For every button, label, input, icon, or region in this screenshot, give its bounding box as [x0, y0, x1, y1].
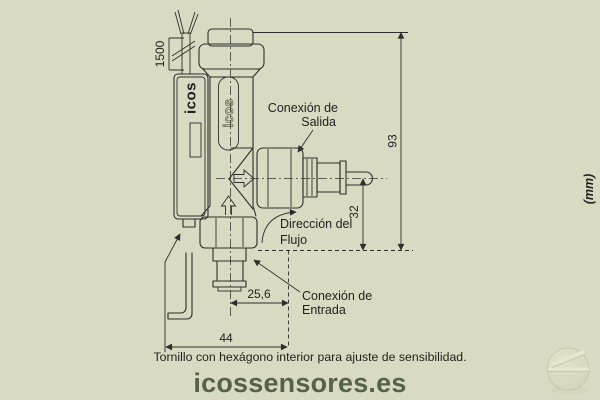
dim-93-value: 93: [386, 134, 400, 148]
inlet-cylinder: [216, 260, 244, 282]
dimension-inlet-offset-25-6: 25,6: [230, 287, 289, 307]
outlet-collar-facets: [306, 159, 313, 196]
brand-logo-front-text: icos: [221, 98, 236, 127]
top-collar: [198, 43, 265, 70]
lower-nut-facets: [215, 218, 244, 247]
dim-1500-bracket: [168, 37, 184, 71]
website-text: icossensores.es: [193, 368, 406, 398]
allen-key: [167, 252, 193, 320]
body-right-edge: [252, 76, 257, 217]
front-badge: [218, 76, 239, 151]
side-body-inner-outline: [176, 76, 206, 217]
flow-right-arrow: [233, 169, 255, 188]
sensitivity-screw-tab: [182, 218, 196, 228]
outlet-label-line2: Salida: [301, 115, 336, 129]
device-front-view: icos: [198, 28, 374, 292]
dimension-width-44: 44: [165, 331, 288, 351]
device-side-view: icos: [173, 73, 209, 228]
side-window: [189, 122, 202, 158]
logo-bottom-shade: [547, 373, 589, 391]
logo-swoosh: [550, 350, 585, 367]
flow-up-arrow: [220, 195, 237, 215]
collar-taper: [202, 68, 261, 78]
lower-hex-nut: [199, 216, 258, 249]
wire-right: [187, 11, 199, 35]
allen-key-outline: [167, 252, 193, 320]
dim-32-value: 32: [347, 205, 361, 219]
flow-label-line1: Dirección del: [280, 217, 352, 231]
logo-watermark: [546, 347, 590, 394]
label-flow-direction: Dirección del Flujo: [261, 209, 352, 247]
top-cap: [207, 28, 254, 47]
outlet-cylinder: [316, 162, 341, 193]
cable: [181, 32, 191, 75]
inlet-flange: [212, 280, 247, 288]
outlet-label-line1: Conexión de: [268, 101, 338, 115]
outlet-leader-arrow: [297, 129, 314, 153]
dimension-height-93: 93: [253, 31, 408, 251]
dim-25-6-value: 25,6: [247, 287, 271, 301]
inlet-label-line1: Conexión de: [302, 289, 372, 303]
outlet-collar: [302, 157, 318, 198]
outlet-hex-nut: [256, 147, 304, 209]
outlet-cone: [228, 147, 254, 210]
inlet-adapter: [212, 247, 247, 262]
flow-label-line2: Flujo: [280, 233, 307, 247]
footnote-text: Tornillo con hexágono interior para ajus…: [153, 350, 466, 364]
label-outlet-connection: Conexión de Salida: [268, 101, 338, 153]
brand-logo-side-text: icos: [183, 82, 200, 114]
inlet-label-line2: Entrada: [302, 303, 346, 317]
outlet-nut-facets: [267, 149, 292, 207]
wire-left: [174, 9, 185, 35]
body-left-edge: [200, 76, 211, 217]
unit-label: (mm): [582, 174, 596, 205]
flow-direction-arc-arrow: [261, 209, 297, 244]
inlet-disc: [217, 286, 242, 292]
label-inlet-connection: Conexión de Entrada: [253, 259, 372, 317]
outlet-flange: [339, 160, 347, 195]
sensitivity-screw-leader-arrow: [164, 233, 181, 352]
dimension-cable-1500: 1500: [153, 37, 184, 71]
inlet-leader-arrow: [253, 259, 301, 293]
logo-swoosh-shadow: [551, 354, 586, 368]
dimension-outlet-32: 32: [347, 178, 367, 251]
cable-break-symbol: [171, 40, 196, 62]
dim-44-value: 44: [219, 331, 233, 345]
cable-assembly: [171, 9, 199, 75]
dim-1500-value: 1500: [153, 40, 167, 67]
